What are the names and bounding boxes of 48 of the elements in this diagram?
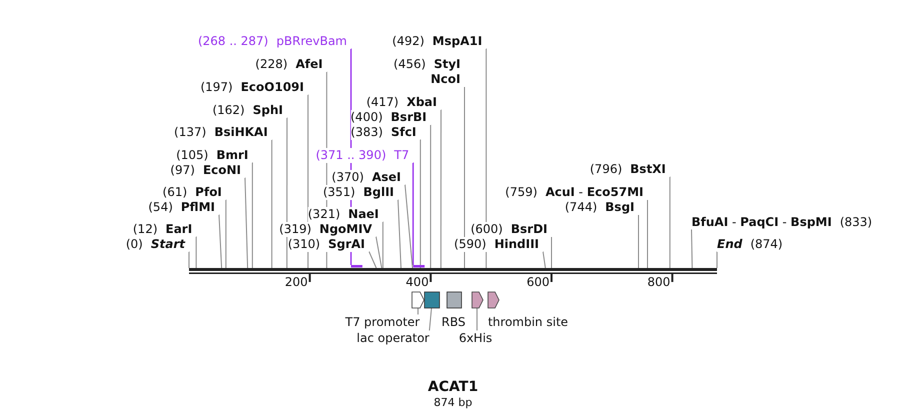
end-label: End (874) bbox=[717, 236, 783, 252]
ruler-label: 400 bbox=[406, 274, 429, 290]
leader-line bbox=[440, 109, 442, 268]
leader-line bbox=[368, 251, 377, 268]
leader-line bbox=[464, 86, 465, 268]
feature-label: thrombin site bbox=[488, 314, 568, 330]
leader-line bbox=[691, 229, 693, 268]
feature-label: RBS bbox=[442, 314, 466, 330]
leader-line bbox=[188, 251, 190, 268]
feature-pentagon bbox=[472, 292, 484, 308]
leader-line bbox=[398, 199, 402, 268]
leader-line bbox=[382, 221, 384, 268]
leader-line bbox=[218, 214, 222, 268]
ruler-label: 600 bbox=[526, 274, 550, 290]
leader-line bbox=[196, 236, 197, 268]
feature-label: T7 promoter bbox=[345, 314, 420, 330]
feature-label: 6xHis bbox=[458, 330, 492, 346]
leader-line bbox=[252, 162, 253, 268]
leader-line bbox=[551, 236, 552, 268]
leader-line bbox=[476, 308, 478, 331]
primer-bracket bbox=[413, 265, 425, 268]
feature-label: lac operator bbox=[356, 330, 430, 346]
ruler-label: 800 bbox=[647, 274, 670, 290]
leader-line bbox=[638, 214, 639, 268]
enzyme-label: BfuAI - PaqCI - BspMI (833) bbox=[692, 214, 872, 230]
leader-line bbox=[286, 117, 288, 268]
leader-line bbox=[244, 177, 248, 268]
primer-bracket bbox=[351, 265, 362, 268]
leader-line bbox=[420, 139, 421, 268]
leader-line bbox=[376, 236, 382, 268]
feature-pentagon bbox=[412, 292, 424, 308]
leader-line bbox=[428, 308, 432, 331]
leader-line bbox=[271, 139, 272, 268]
leader-line bbox=[412, 162, 414, 265]
leader-line bbox=[669, 176, 670, 268]
leader-line bbox=[404, 184, 413, 268]
leader-line bbox=[430, 124, 432, 268]
map-title: ACAT1 bbox=[428, 379, 478, 396]
ruler-label: 200 bbox=[284, 274, 308, 290]
sequence-line bbox=[189, 268, 717, 274]
feature-pentagon bbox=[488, 292, 500, 308]
leader-line bbox=[542, 251, 546, 268]
feature-block bbox=[446, 292, 462, 308]
sequence-length: 874 bp bbox=[434, 396, 472, 410]
leader-line bbox=[716, 251, 718, 268]
leader-line bbox=[225, 199, 226, 268]
leader-line bbox=[647, 199, 648, 268]
feature-block bbox=[424, 292, 440, 308]
